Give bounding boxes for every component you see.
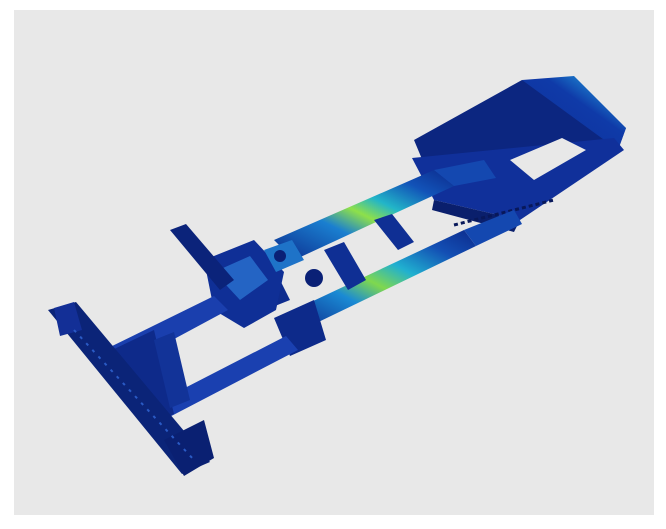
render-panel xyxy=(14,10,654,515)
front-frame xyxy=(48,296,298,476)
fea-chassis-render xyxy=(48,76,626,476)
longitudinal-rails xyxy=(274,160,522,328)
rear-frame xyxy=(412,76,626,232)
mid-bracketry xyxy=(170,224,326,356)
